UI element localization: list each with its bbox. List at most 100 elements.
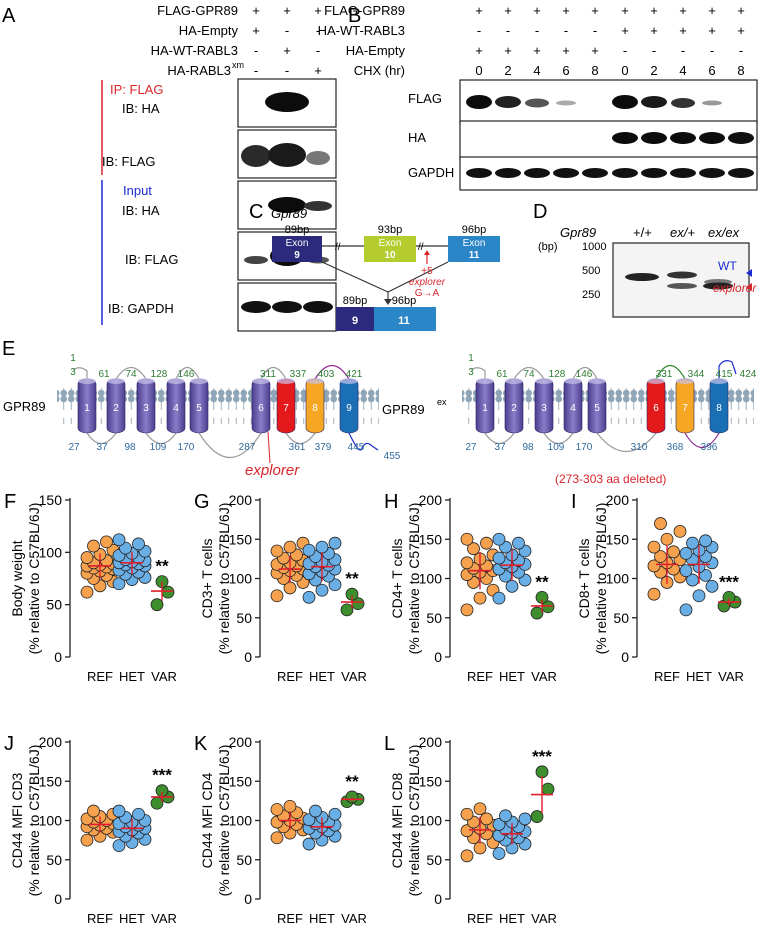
y-tick-label: 50 [426, 610, 442, 626]
data-point [328, 807, 342, 821]
sign-cell: + [283, 43, 291, 58]
helix-number: 7 [283, 403, 289, 414]
product-11-size: 96bp [392, 295, 416, 307]
data-point [679, 603, 693, 617]
helix-cap [137, 378, 155, 384]
data-point [492, 551, 506, 565]
data-point [328, 578, 342, 592]
residue-top: 61 [496, 369, 508, 380]
x-tick-label: REF [467, 911, 493, 926]
sign-cell: - [254, 63, 258, 78]
panel-letter: L [384, 733, 395, 755]
time-cell: 6 [708, 63, 715, 78]
x-tick-label: REF [654, 669, 680, 684]
loop [86, 432, 117, 445]
sign-cell: + [562, 3, 570, 18]
significance-label: ** [155, 557, 169, 576]
data-point [679, 546, 693, 560]
y-tick-label: 50 [236, 610, 252, 626]
panel-c: C Gpr89 // // 89bp Exon 9 93bp Exon 10 9… [249, 201, 500, 331]
helix-number: 6 [258, 403, 264, 414]
helix-number: 5 [594, 403, 600, 414]
x-tick-label: VAR [151, 911, 177, 926]
helix-cap [505, 378, 523, 384]
significance-label: ** [345, 569, 359, 588]
residue-bottom: 368 [667, 442, 684, 453]
b-blot-gapdh [459, 156, 758, 191]
break-mark: // [418, 242, 424, 253]
helix-number: 4 [173, 403, 179, 414]
product-9-size: 89bp [343, 295, 367, 307]
panel-letter: I [571, 491, 577, 513]
sign-cell: - [316, 43, 320, 58]
y-tick-label: 100 [39, 813, 63, 829]
exon-11-label: Exon [463, 238, 486, 249]
sign-cell: + [591, 3, 599, 18]
y-tick-label: 200 [39, 734, 63, 750]
deleted-loop [198, 432, 262, 459]
y-tick-label: 100 [419, 571, 443, 587]
panel-letter-e: E [2, 338, 15, 360]
y-tick-label: 200 [419, 492, 443, 508]
helix-cap [190, 378, 208, 384]
data-point [679, 564, 693, 578]
x-tick-label: REF [467, 669, 493, 684]
residue-top: 1 [70, 353, 76, 364]
data-point [302, 590, 316, 604]
x-tick-label: VAR [151, 669, 177, 684]
panel-letter: G [194, 491, 210, 513]
n-terminus [470, 367, 486, 379]
x-tick-label: REF [87, 911, 113, 926]
data-point [328, 536, 342, 550]
data-point [112, 839, 126, 853]
product-exon-9 [336, 307, 374, 331]
y-axis-label: CD44 MFI CD3 [9, 772, 25, 868]
data-point [270, 803, 284, 816]
data-point [647, 559, 661, 573]
data-point [283, 799, 297, 813]
helix-cap [306, 378, 324, 384]
sign-cell: - [285, 23, 289, 38]
blot-label-input-ha: IB: HA [122, 203, 160, 218]
lane-het: ex/+ [670, 225, 695, 240]
break-mark: // [335, 242, 341, 253]
helix-number: 2 [511, 403, 517, 414]
exon-10-label: Exon [379, 238, 402, 249]
data-point [518, 812, 532, 826]
x-tick-label: HET [686, 669, 712, 684]
y-axis-label: (% relative to C57BL/6J) [406, 745, 422, 897]
helix-cap [676, 378, 694, 384]
x-tick-label: HET [119, 911, 145, 926]
x-tick-label: VAR [341, 669, 367, 684]
time-cell: 8 [737, 63, 744, 78]
panel-letter-d: D [533, 201, 547, 223]
product-9-number: 9 [352, 315, 358, 327]
sign-cell: + [737, 23, 745, 38]
y-tick-label: 150 [229, 531, 253, 547]
c-terminus [718, 360, 737, 379]
residue-bottom: 37 [96, 442, 108, 453]
data-point [467, 542, 480, 556]
time-cell: 6 [562, 63, 569, 78]
explorer-callout: explorer [245, 462, 300, 479]
sign-cell: - [316, 23, 320, 38]
sign-cell: - [254, 43, 258, 58]
sign-cell: + [533, 43, 541, 58]
data-point [505, 579, 519, 593]
data-point [460, 532, 474, 546]
y-tick-label: 150 [229, 773, 253, 789]
y-axis-label: CD8+ T cells [576, 538, 592, 618]
data-point [480, 812, 493, 826]
loop [684, 432, 720, 449]
data-point [473, 841, 487, 855]
residue-bottom: 170 [178, 442, 195, 453]
helix-number: 9 [346, 403, 352, 414]
helix-number: 3 [143, 403, 149, 414]
helix-number: 2 [113, 403, 119, 414]
data-point [270, 544, 284, 558]
sign-cell: + [475, 43, 483, 58]
